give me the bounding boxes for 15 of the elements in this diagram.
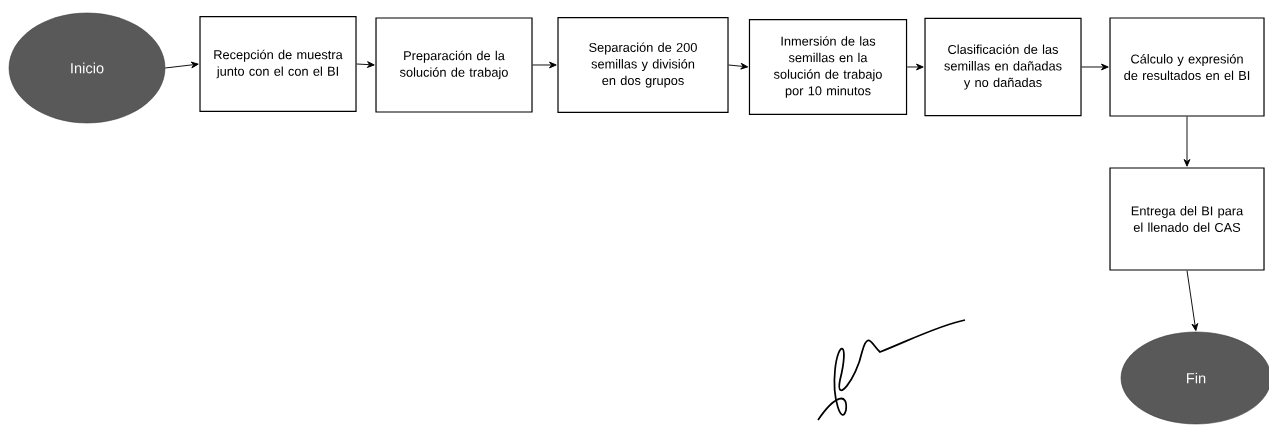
process-box: Preparación de la solución de trabajo [375,17,533,113]
process-box: Inmersión de las semillas en la solución de trabajo por 10 minutos [748,18,908,116]
process-box: Cálculo y expresión de resultados en el BI [1109,17,1265,117]
arrow [1081,63,1109,71]
arrow [356,61,375,68]
process-box: Separación de 200 semillas y división en dos grupos [557,16,729,114]
process-box: Recepción de muestra junto con el con el BI [199,15,357,113]
arrow [1183,116,1191,167]
process-box: Entrega del BI para el llenado del CAS [1109,167,1265,271]
arrow [164,61,199,69]
arrow [728,62,749,70]
arrow [532,61,557,69]
arrow [1186,270,1199,332]
arrow [906,63,924,71]
process-box: Clasificación de las semillas en dañadas y no dañadas [924,17,1082,117]
